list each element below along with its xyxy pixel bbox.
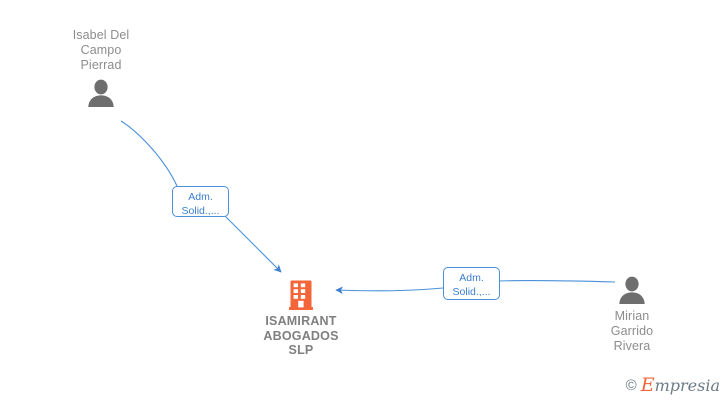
person-icon — [619, 276, 645, 304]
edge-line-mirian-right — [498, 280, 616, 283]
brand-rest: mpresia — [654, 376, 720, 395]
company-name-isamirant: ISAMIRANT ABOGADOS SLP — [263, 314, 339, 357]
copyright-icon: © — [625, 377, 637, 394]
node-person-isabel[interactable]: Isabel Del Campo Pierrad — [41, 28, 161, 107]
node-company-isamirant[interactable]: ISAMIRANT ABOGADOS SLP — [226, 280, 376, 358]
brand-initial: E — [640, 374, 655, 396]
edge-label-isabel[interactable]: Adm. Solid.,... — [172, 186, 229, 217]
node-person-mirian[interactable]: Mirian Garrido Rivera — [572, 270, 692, 354]
edge-label-mirian[interactable]: Adm. Solid.,... — [443, 267, 500, 300]
edge-line-isabel-upper — [120, 120, 178, 187]
person-name-isabel: Isabel Del Campo Pierrad — [72, 28, 130, 72]
building-icon — [289, 280, 313, 310]
edge-line-mirian-left — [335, 286, 444, 295]
person-name-mirian: Mirian Garrido Rivera — [610, 309, 654, 353]
watermark-empresia: © Empresia — [625, 374, 720, 396]
person-icon — [88, 79, 114, 107]
brand-wordmark: Empresia — [640, 374, 720, 396]
edge-line-isabel-lower — [224, 215, 282, 273]
